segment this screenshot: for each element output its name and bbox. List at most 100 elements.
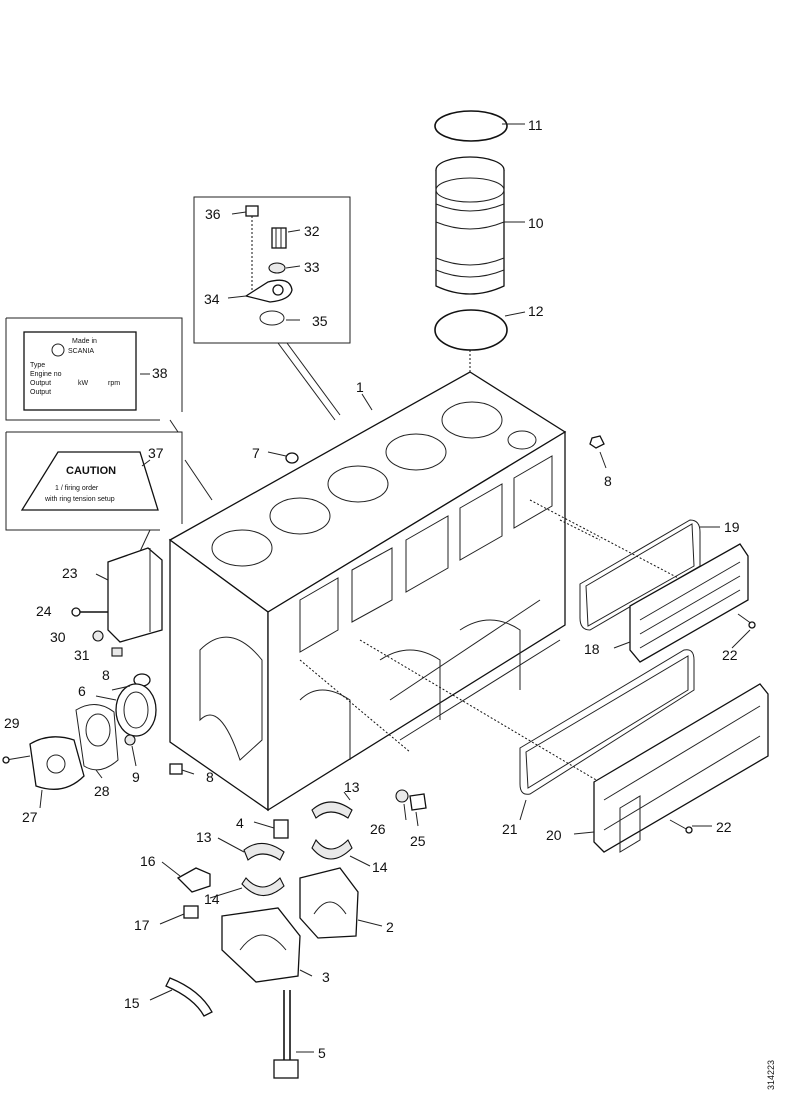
label-21: 21 [502, 821, 518, 837]
gasket-part-28 [75, 704, 119, 771]
label-26: 26 [370, 821, 386, 837]
label-7: 7 [252, 445, 260, 461]
plate-unit-rpm: rpm [108, 380, 120, 387]
plate-brand-text: SCANIA [68, 348, 94, 355]
dowel-part-4 [273, 819, 289, 839]
label-19: 19 [724, 519, 740, 535]
label-6: 6 [78, 683, 86, 699]
nut-part-33 [268, 262, 286, 274]
label-31: 31 [74, 647, 90, 663]
bolt-part-9 [124, 734, 136, 746]
label-14-left: 14 [204, 891, 220, 907]
label-27: 27 [22, 809, 38, 825]
part-number-labels: 11 10 12 1 7 8 19 18 22 22 20 21 36 32 3… [4, 117, 740, 1061]
cover-plate-part-23 [107, 547, 163, 643]
plug-part-7 [285, 452, 299, 464]
label-4: 4 [236, 815, 244, 831]
label-1: 1 [356, 379, 364, 395]
bolt-part-22-upper [737, 613, 756, 629]
cover-part-20 [593, 683, 769, 853]
housing-part-6 [115, 683, 157, 737]
plate-output-line-2: Output [30, 389, 51, 396]
cylinder-liner-part-10 [435, 156, 505, 295]
label-15: 15 [124, 995, 140, 1011]
seal-ring-part-12 [434, 309, 508, 351]
bolt-part-29 [2, 755, 31, 764]
sensor-part-32 [271, 227, 287, 249]
bolt-part-24 [71, 607, 108, 617]
plate-unit-kw: kW [78, 380, 89, 387]
label-13-right: 13 [344, 779, 360, 795]
label-10: 10 [528, 215, 544, 231]
caution-line-1: 1 / firing order [55, 485, 99, 492]
label-37: 37 [148, 445, 164, 461]
label-2: 2 [386, 919, 394, 935]
bearing-cap-part-2 [299, 867, 359, 939]
cover-part-18 [629, 543, 749, 663]
caution-line-2: with ring tension setup [44, 496, 115, 503]
bearing-shell-part-14-right [311, 838, 353, 860]
bearing-shell-part-13-right [311, 801, 353, 819]
plug-part-26 [395, 789, 409, 803]
plate-type-line: Type [30, 362, 45, 369]
label-8-right: 8 [604, 473, 612, 489]
label-3: 3 [322, 969, 330, 985]
drawing-number: 314223 [766, 1060, 776, 1090]
label-32: 32 [304, 223, 320, 239]
cover-part-27 [29, 736, 85, 790]
washer-part-30 [92, 630, 104, 642]
label-34: 34 [204, 291, 220, 307]
label-20: 20 [546, 827, 562, 843]
gasket-part-21 [519, 649, 695, 795]
label-23: 23 [62, 565, 78, 581]
bolt-part-17 [183, 905, 199, 919]
seal-ring-part-11 [434, 110, 508, 142]
label-22-lower: 22 [716, 819, 732, 835]
label-5: 5 [318, 1045, 326, 1061]
label-28: 28 [94, 783, 110, 799]
plate-output-line-1: Output [30, 380, 51, 387]
caution-text: CAUTION [66, 465, 116, 477]
leader-lines [39, 123, 751, 1053]
label-9: 9 [132, 769, 140, 785]
label-8-bottom: 8 [206, 769, 214, 785]
plate-engine-line: Engine no [30, 371, 62, 378]
bolt-part-5 [273, 990, 299, 1079]
plug-part-8-bottom [169, 763, 183, 775]
nut-part-31 [111, 647, 123, 657]
plug-part-25 [409, 793, 427, 811]
seal-ring-part-35 [259, 310, 285, 326]
bolt-part-36 [245, 205, 259, 292]
label-24: 24 [36, 603, 52, 619]
label-13-left: 13 [196, 829, 212, 845]
label-16: 16 [140, 853, 156, 869]
bearing-shell-part-14-left [241, 877, 285, 897]
plate-part-34 [244, 279, 293, 303]
label-8-front: 8 [102, 667, 110, 683]
label-33: 33 [304, 259, 320, 275]
bolt-part-22-lower [669, 819, 693, 834]
label-35: 35 [312, 313, 328, 329]
thrust-washer-part-15 [165, 977, 213, 1017]
label-22-upper: 22 [722, 647, 738, 663]
label-17: 17 [134, 917, 150, 933]
label-30: 30 [50, 629, 66, 645]
cylinder-block-part-1 [168, 371, 721, 812]
label-14-right: 14 [372, 859, 388, 875]
label-25: 25 [410, 833, 426, 849]
label-12: 12 [528, 303, 544, 319]
bearing-shell-part-13-left [243, 842, 285, 861]
label-29: 29 [4, 715, 20, 731]
label-11: 11 [528, 117, 543, 133]
plate-made-in-text: Made in [72, 338, 97, 345]
inset-box-valve-parts [193, 196, 351, 421]
clip-part-16 [176, 867, 211, 893]
plug-part-8-top [589, 435, 605, 449]
label-36: 36 [205, 206, 221, 222]
bearing-cap-part-3 [221, 907, 301, 983]
label-18: 18 [584, 641, 600, 657]
type-plate-part-38: SCANIA Made in Type Engine no Output Out… [5, 317, 183, 421]
caution-decal-part-37: CAUTION 1 / firing order with ring tensi… [5, 431, 183, 531]
label-38: 38 [152, 365, 168, 381]
